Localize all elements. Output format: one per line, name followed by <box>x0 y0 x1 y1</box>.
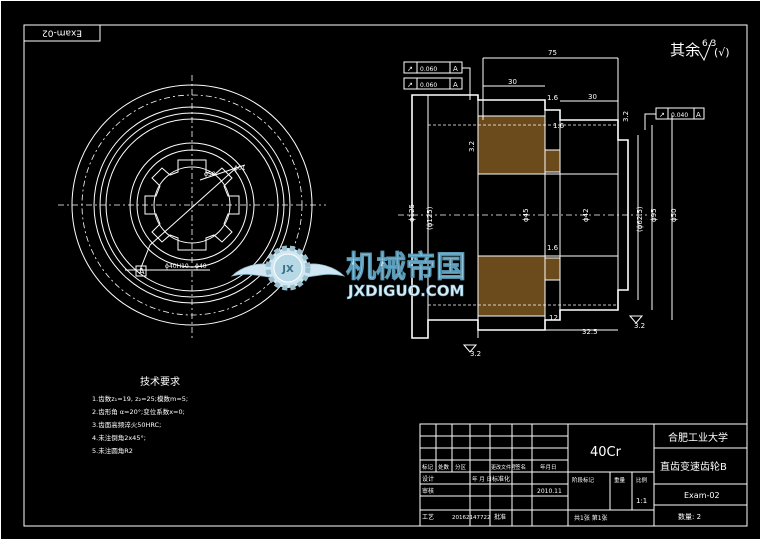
svg-text:(√): (√) <box>714 46 730 59</box>
review-label: 审核 <box>422 487 434 495</box>
weight-label: 重量 <box>614 476 626 484</box>
student-id: 20162147722 <box>452 515 491 521</box>
rev-h-2: 处数 <box>438 463 450 471</box>
watermark-url: JXDIGUO.COM <box>347 282 464 300</box>
tech-req-title: 技术要求 <box>140 375 180 388</box>
title-date: 2010.11 <box>537 488 562 495</box>
wing-right-icon <box>299 263 346 279</box>
gear-section-view: 75 30 30 32.5 12 ϕ125 (ϕ125) ϕ45 ϕ42 (ϕ6… <box>398 49 705 358</box>
scale-value: 1:1 <box>636 497 647 505</box>
rough-32-2: 3.2 <box>622 111 630 122</box>
tech-requirements: 技术要求 1.齿数z₁=19, z₂=25;模数m=5; 2.齿形角 α=20°… <box>92 375 188 455</box>
rough-32-1: 3.2 <box>468 141 476 152</box>
dim-dia-625: (ϕ62.5) <box>636 206 644 232</box>
tech-req-item-3: 3.齿面高频淬火50HRC; <box>92 420 161 429</box>
spline-od-label: ϕ50 <box>204 171 216 178</box>
dim-dia-125a: ϕ125 <box>408 204 416 222</box>
process-label: 工艺 <box>422 513 434 521</box>
tolerance-frame-3: ↗ 0.040 A <box>655 107 705 120</box>
title-block: 标记 处数 分区 更改文件号 签名 年月日 设计 标准化 年 月 日 审核 20… <box>419 423 748 527</box>
standardize-label: 标准化 <box>492 475 510 483</box>
dim-left-hub: 30 <box>508 78 517 86</box>
rotated-code-box: Exam-02 <box>23 24 101 42</box>
wing-left-icon <box>230 263 277 279</box>
gear-front-view: ϕ40H10 ϕ50 ϕ01 A ϕ40 <box>58 75 326 338</box>
roughness-symbol-icon <box>697 39 713 62</box>
tech-req-item-2: 2.齿形角 α=20°;变位系数x=0; <box>92 407 185 416</box>
rough-32-4: 3.2 <box>634 322 645 330</box>
svg-text:A: A <box>453 81 458 89</box>
rough-32-3: 3.2 <box>470 350 481 358</box>
watermark-title: 机械帝国 <box>346 250 466 285</box>
rough-16-3: 1.6 <box>547 244 559 252</box>
rev-h-4: 更改文件号 <box>491 464 516 471</box>
design-label: 设计 <box>422 475 434 483</box>
ym-label: 年 月 日 <box>472 475 492 483</box>
title-quantity: 数量: 2 <box>678 512 701 521</box>
dim-groove: 12 <box>549 314 558 322</box>
svg-text:A: A <box>453 65 458 73</box>
sheet-text: 共1张 第1张 <box>574 514 608 522</box>
svg-text:↗: ↗ <box>407 65 413 73</box>
title-drawing-no: Exam-02 <box>684 491 720 500</box>
tolerance-frame-1: ↗ 0.060 A <box>403 61 463 74</box>
datum-a-left: A <box>139 267 145 276</box>
dim-dia-50: ϕ50 <box>670 208 678 222</box>
tolerance-frame-2: ↗ 0.060 A <box>403 77 463 90</box>
svg-text:0.040: 0.040 <box>671 112 688 119</box>
rotated-code-text: Exam-02 <box>42 28 82 38</box>
svg-text:A: A <box>696 111 701 119</box>
title-material: 40Cr <box>590 445 622 460</box>
tech-req-item-4: 4.未注倒角2x45°; <box>92 433 146 442</box>
svg-text:ϕ40: ϕ40 <box>195 263 207 270</box>
watermark: JX 机械帝国 JXDIGUO.COM <box>230 245 466 300</box>
dim-hub-end: 32.5 <box>582 328 598 336</box>
watermark-logo-text: JX <box>281 264 294 275</box>
dim-dia-95: ϕ95 <box>650 208 658 222</box>
dim-dia-42: ϕ42 <box>582 208 590 222</box>
title-institution: 合肥工业大学 <box>668 431 728 444</box>
svg-text:↗: ↗ <box>659 111 665 119</box>
stage-label: 阶段标记 <box>572 476 595 484</box>
spline-id-label: ϕ01 <box>234 165 246 172</box>
dim-dia-45: ϕ45 <box>522 208 530 222</box>
rev-h-3: 分区 <box>455 463 467 471</box>
title-part-name: 直齿变速齿轮B <box>660 460 727 473</box>
rev-h-1: 标记 <box>422 463 434 471</box>
dim-right-hub: 30 <box>588 93 597 101</box>
scale-label: 比例 <box>636 476 648 484</box>
rough-16-2: 1.6 <box>553 122 565 130</box>
spline-callout: ϕ40H10 <box>165 263 189 270</box>
rev-h-5: 签名 <box>515 463 526 471</box>
datum-a-box-left <box>135 265 147 277</box>
roughness-note-label: 其余 <box>670 41 700 59</box>
rev-h-6: 年月日 <box>540 463 557 471</box>
dim-dia-125b: (ϕ125) <box>426 206 434 230</box>
rough-16-1: 1.6 <box>547 94 559 102</box>
approve-label: 批准 <box>494 513 506 521</box>
svg-text:0.060: 0.060 <box>420 66 437 73</box>
tech-req-item-1: 1.齿数z₁=19, z₂=25;模数m=5; <box>92 394 188 403</box>
inner-border <box>23 24 748 527</box>
roughness-note-value: 6.3 <box>702 39 716 49</box>
svg-text:0.060: 0.060 <box>420 82 437 89</box>
svg-text:↗: ↗ <box>407 81 413 89</box>
dim-total-width: 75 <box>548 49 557 57</box>
tech-req-item-5: 5.未注圆角R2 <box>92 446 133 455</box>
roughness-note: 其余 6.3 (√) <box>670 39 730 62</box>
